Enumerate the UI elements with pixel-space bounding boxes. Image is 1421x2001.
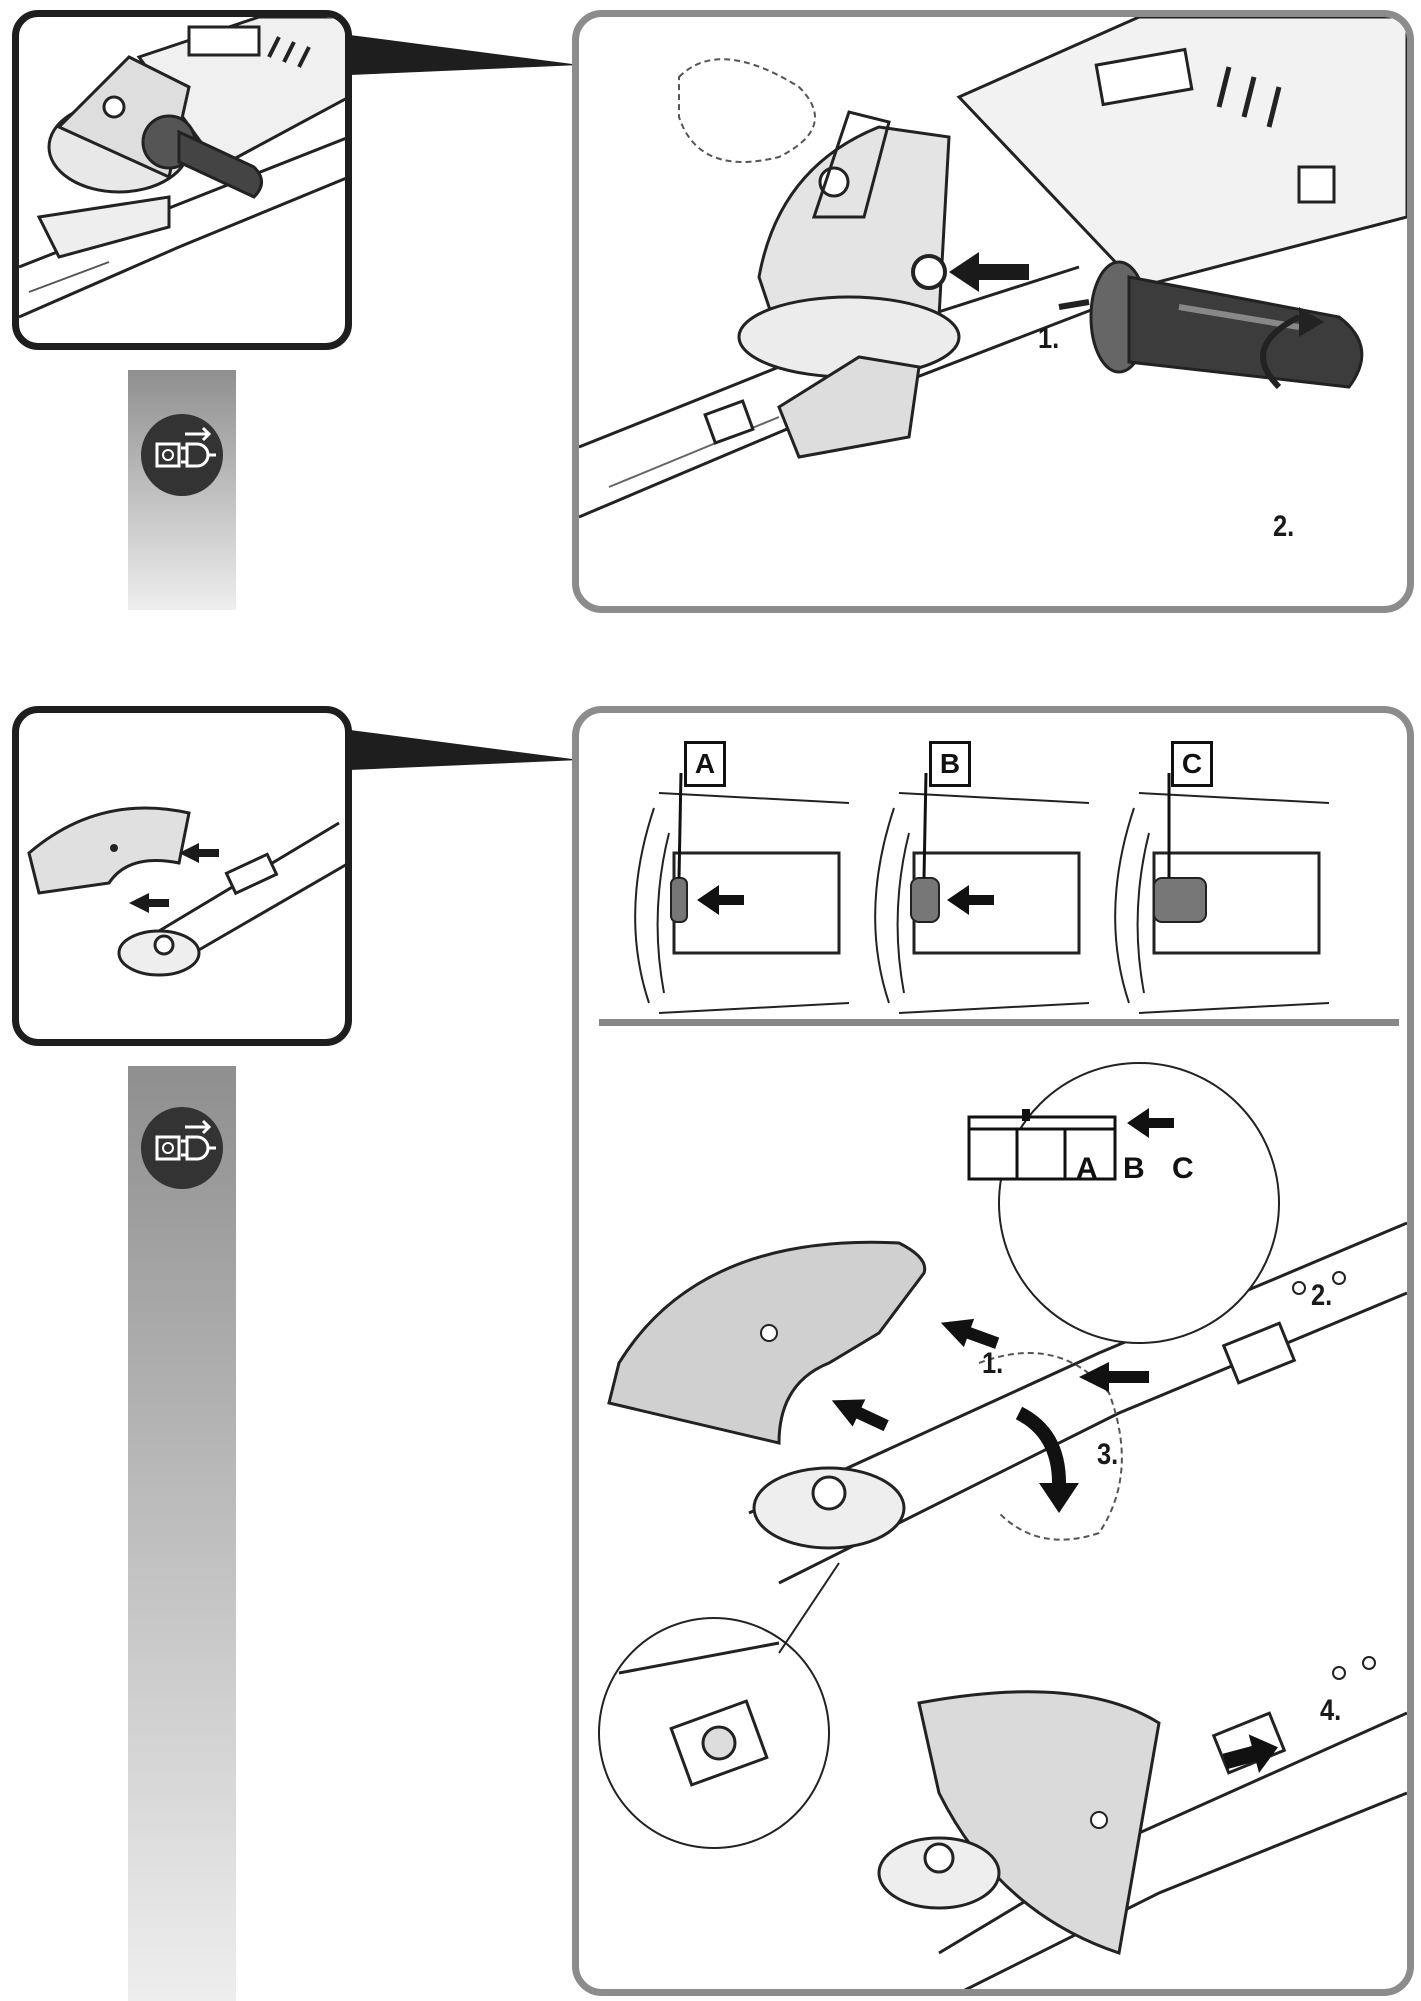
step-label-2b: 2.: [1311, 1279, 1333, 1312]
thumbnail-guard-mounting: [12, 706, 352, 1046]
indicator-A-drawing: [634, 772, 850, 1014]
indicator-label-A: A: [684, 741, 726, 787]
indicator-label-C: C: [1171, 741, 1213, 787]
unplug-from-mains-icon: [141, 414, 223, 496]
step-label-4b: 4.: [1320, 1694, 1342, 1727]
panel-guard-mounting: [572, 706, 1414, 1996]
gauge-label-C: C: [1172, 1152, 1194, 1185]
indicator-B-drawing: [874, 772, 1090, 1014]
indicator-label-B: B: [929, 741, 971, 787]
unplug-from-mains-icon-2: [141, 1107, 223, 1189]
step-label-1: 1.: [1038, 322, 1060, 355]
guard-mounting-drawing: [598, 772, 1407, 1989]
guard-thumbnail-drawing: [27, 806, 345, 977]
thumbnail-handle-mounting: [12, 10, 352, 350]
step-label-2: 2.: [1273, 510, 1295, 543]
progress-strip-2: [128, 1066, 236, 2001]
callout-wedge-1: [350, 35, 580, 75]
panel-handle-mounting: [572, 10, 1414, 613]
step-label-1b: 1.: [982, 1347, 1004, 1380]
callout-wedge-2: [350, 730, 580, 770]
gauge-label-B: B: [1123, 1152, 1145, 1185]
gauge-label-A: A: [1076, 1152, 1098, 1185]
handle-mounting-drawing: [579, 17, 1407, 519]
step-label-3b: 3.: [1097, 1438, 1119, 1471]
grinder-handle-thumbnail-drawing: [19, 17, 345, 319]
panel-separator: [599, 1019, 1399, 1026]
indicator-C-drawing: [1114, 773, 1330, 1014]
